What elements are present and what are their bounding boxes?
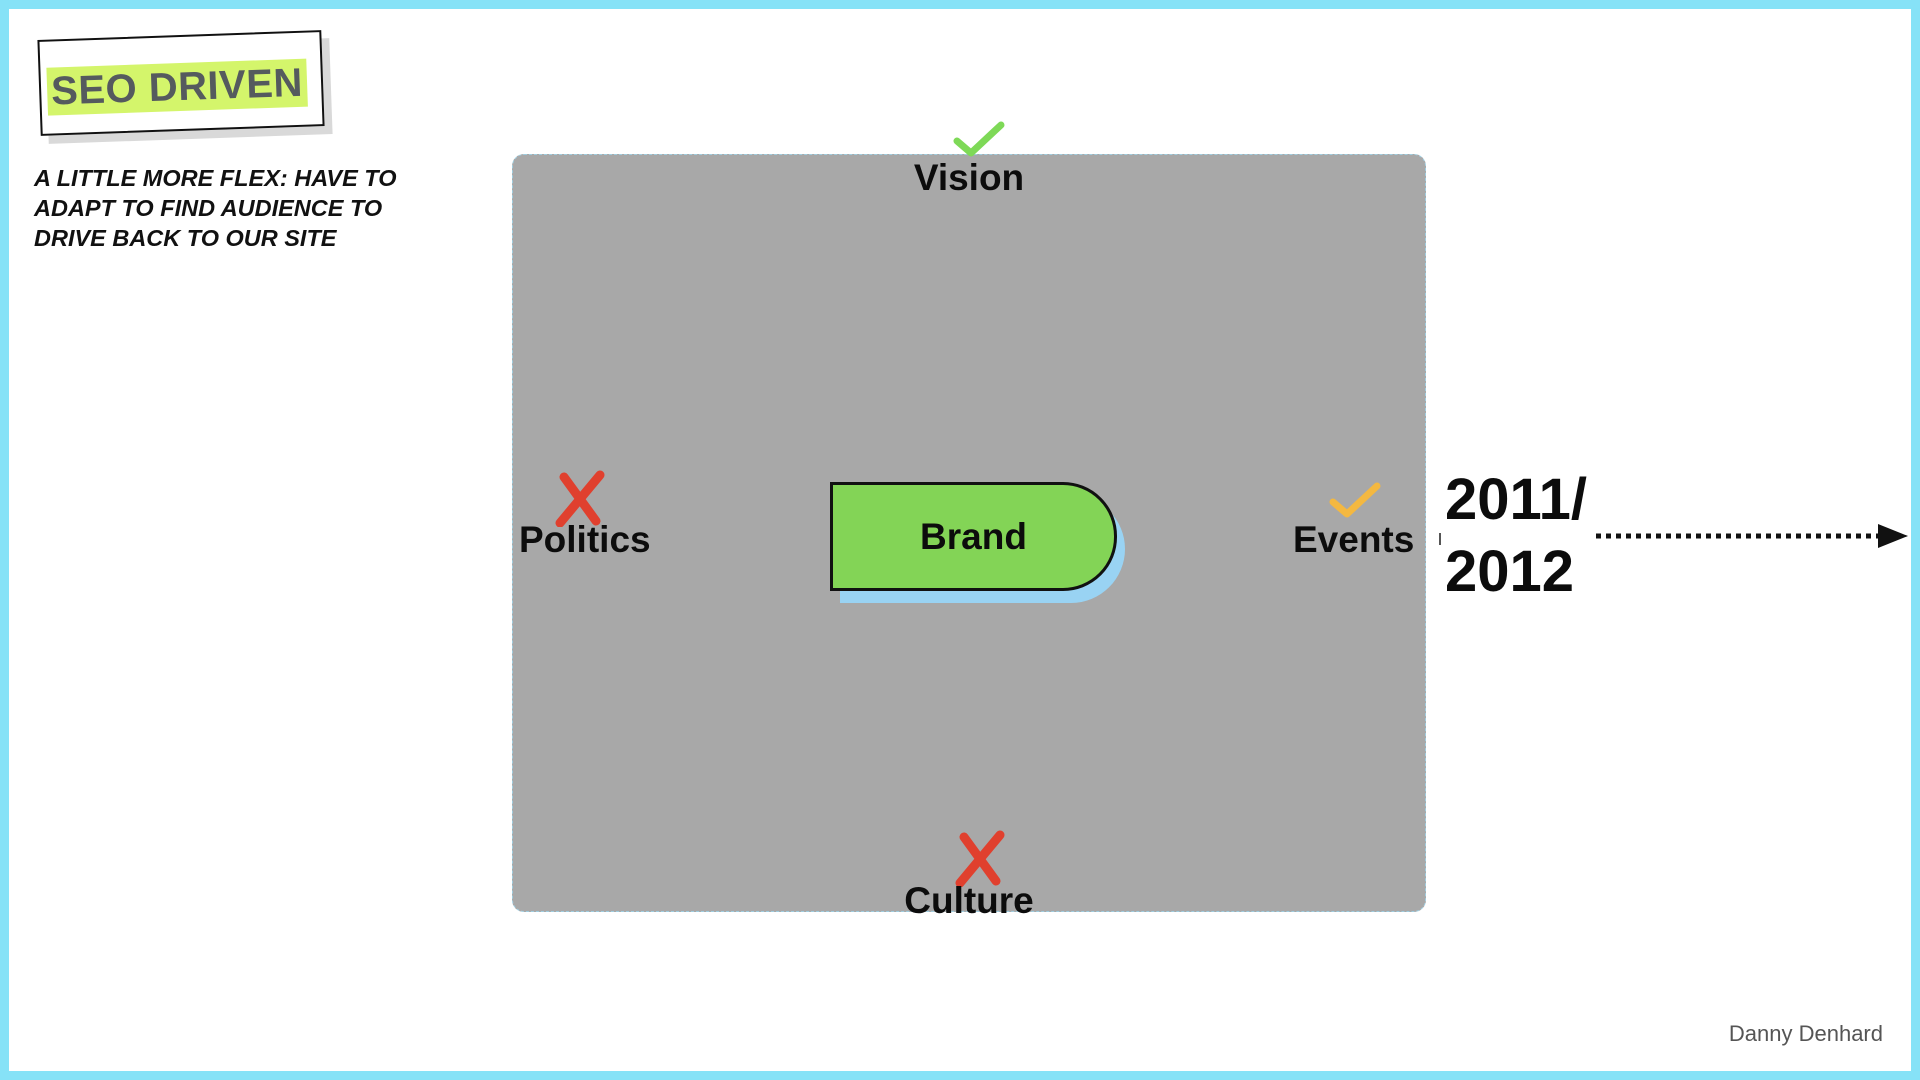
culture-cross-icon xyxy=(955,830,1005,887)
author-credit: Danny Denhard xyxy=(1728,1021,1883,1046)
events-check-stroke xyxy=(1329,482,1381,518)
node-events: Events xyxy=(1293,519,1415,560)
title-card: SEO DRIVEN xyxy=(37,30,325,136)
slide-title: SEO DRIVEN xyxy=(46,58,308,116)
arrow-head xyxy=(1878,524,1908,548)
politics-cross-stroke-2 xyxy=(555,470,605,527)
culture-cross-stroke-2 xyxy=(955,830,1005,887)
node-politics: Politics xyxy=(519,519,651,560)
slide-subtitle: A LITTLE MORE FLEX: HAVE TO ADAPT TO FIN… xyxy=(34,165,397,251)
brand-node: Brand xyxy=(830,482,1117,591)
node-culture: Culture xyxy=(904,880,1034,921)
vision-check-icon xyxy=(953,121,1005,157)
vision-check-stroke xyxy=(953,121,1005,157)
node-vision: Vision xyxy=(913,157,1025,198)
politics-cross-icon xyxy=(555,470,605,527)
period-tick xyxy=(1439,533,1441,545)
arrow-right-icon xyxy=(1596,524,1908,548)
period-label: 2011/ 2012 xyxy=(1445,467,1587,604)
events-check-icon xyxy=(1329,482,1381,518)
brand-label: Brand xyxy=(920,515,1027,557)
